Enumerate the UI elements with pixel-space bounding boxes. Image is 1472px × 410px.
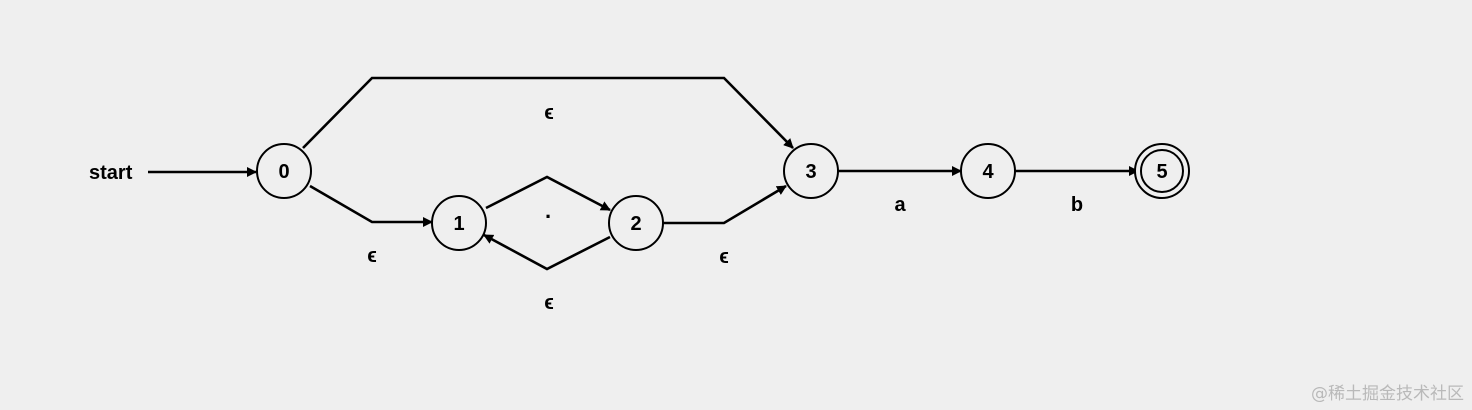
edge-label-1-2: .	[545, 198, 551, 223]
edge-2-1	[483, 233, 611, 271]
edge-2-3	[663, 184, 787, 225]
state-1: 1	[431, 195, 487, 251]
state-5-label: 5	[1156, 161, 1167, 183]
edge-label-0-3: ϵ	[544, 102, 554, 124]
edge-0-3	[302, 76, 794, 149]
state-3: 3	[783, 143, 839, 199]
state-2-label: 2	[630, 213, 641, 235]
state-3-label: 3	[805, 161, 816, 183]
state-1-label: 1	[453, 213, 464, 235]
state-0-label: 0	[278, 161, 289, 183]
watermark: @稀土掘金技术社区	[1311, 384, 1464, 404]
state-0: 0	[256, 143, 312, 199]
edge-0-1	[309, 184, 433, 227]
edge-1-2	[485, 175, 611, 212]
edge-label-0-1: ϵ	[367, 245, 377, 267]
state-5-accepting: 5	[1134, 143, 1190, 199]
state-2: 2	[608, 195, 664, 251]
edge-label-3-4: a	[894, 194, 906, 216]
edge-label-4-5: b	[1071, 194, 1083, 216]
state-4: 4	[960, 143, 1016, 199]
edge-label-2-3: ϵ	[719, 246, 729, 268]
start-label: start	[89, 162, 133, 184]
edge-label-2-1: ϵ	[544, 292, 554, 314]
state-4-label: 4	[982, 161, 994, 183]
